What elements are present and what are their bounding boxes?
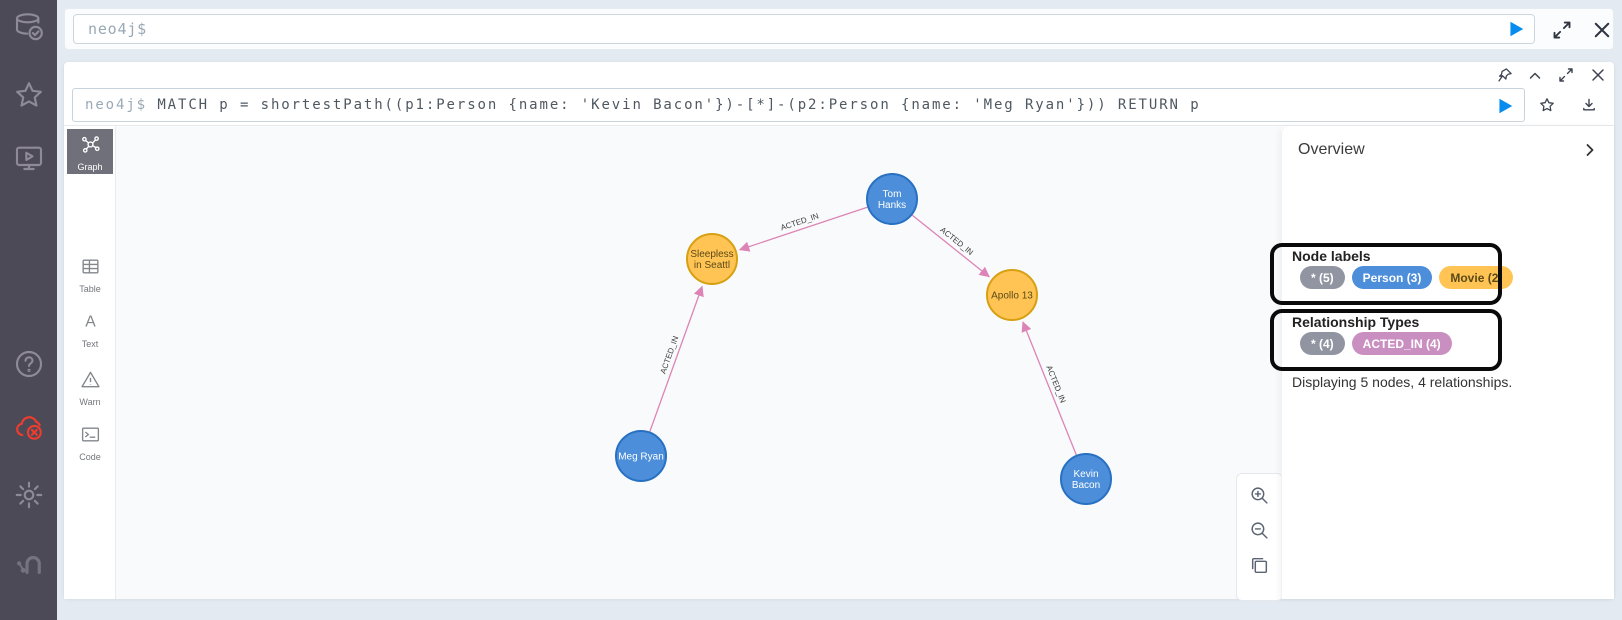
run-query-icon[interactable] [1495,96,1515,116]
overview-pill[interactable]: * (4) [1300,332,1345,355]
graph-node[interactable] [615,430,667,482]
tab-warn-label: Warn [79,397,101,407]
collapse-panel-chevron-icon[interactable] [1582,142,1598,158]
expand-frame-icon[interactable] [1558,67,1574,83]
command-bar: neo4j$ [64,8,1614,50]
graph-node[interactable] [866,173,918,225]
node-labels-heading: Node labels [1292,248,1371,264]
graph-node[interactable] [686,233,738,285]
tab-text-label: Text [81,339,99,349]
cloud-disconnected-icon[interactable] [12,412,46,446]
favorite-query-star-icon[interactable] [1539,97,1555,113]
graph-node-label: Meg Ryan [618,452,664,463]
collapse-frame-icon[interactable] [1527,68,1543,84]
help-icon[interactable] [12,347,46,381]
node-label-pills: * (5) Person (3) Movie (2) [1300,266,1514,289]
query-text: MATCH p = shortestPath((p1:Person {name:… [157,97,1201,113]
command-input[interactable]: neo4j$ [73,14,1535,44]
frame-content: Graph Table A Text Warn Code [64,125,1614,601]
query-prompt: neo4j$ [85,97,147,113]
view-switcher: Graph Table A Text Warn Code [64,126,116,599]
run-command-icon[interactable] [1506,19,1526,39]
download-result-icon[interactable] [1581,97,1597,113]
zoom-in-icon[interactable] [1249,485,1270,506]
relationship-types-heading: Relationship Types [1292,314,1420,330]
command-prompt: neo4j$ [88,20,147,38]
tab-code[interactable]: Code [64,424,116,462]
tab-table[interactable]: Table [64,256,116,294]
graph-node[interactable] [986,269,1038,321]
query-editor[interactable]: neo4j$ MATCH p = shortestPath((p1:Person… [72,88,1525,122]
pin-frame-icon[interactable] [1497,67,1513,83]
zoom-controls [1236,473,1283,601]
graph-node-label: Apollo 13 [991,291,1033,302]
tab-graph[interactable]: Graph [67,129,113,174]
overview-panel: Overview Node labels * (5) Person (3) Movi… [1281,126,1614,599]
zoom-fit-icon[interactable] [1249,555,1270,576]
overview-title: Overview [1298,141,1365,158]
overview-pill[interactable]: * (5) [1300,266,1345,289]
database-connected-icon[interactable] [12,10,46,44]
app-sidebar [0,0,57,620]
relationship-type-pills: * (4) ACTED_IN (4) [1300,332,1452,355]
graph-node[interactable] [1060,453,1112,505]
relationship-edge[interactable] [911,214,990,278]
relationship-edge[interactable] [738,206,868,252]
result-frame: neo4j$ MATCH p = shortestPath((p1:Person… [64,62,1614,601]
favorites-star-icon[interactable] [12,78,46,112]
tab-code-label: Code [79,452,101,462]
tab-text[interactable]: A Text [64,311,116,349]
zoom-out-icon[interactable] [1249,520,1270,541]
relationship-edge[interactable] [649,285,704,432]
close-editor-icon[interactable] [1592,20,1612,40]
tab-warn[interactable]: Warn [64,369,116,407]
relationship-edge[interactable] [1021,321,1077,456]
settings-gear-icon[interactable] [12,478,46,512]
overview-pill[interactable]: ACTED_IN (4) [1351,332,1452,355]
svg-text:A: A [85,314,96,331]
overview-pill[interactable]: Movie (2) [1439,266,1514,289]
tab-graph-label: Graph [77,162,103,172]
display-status-text: Displaying 5 nodes, 4 relationships. [1292,374,1513,390]
close-frame-icon[interactable] [1590,67,1606,83]
fullscreen-expand-icon[interactable] [1552,20,1572,40]
guides-play-icon[interactable] [12,140,46,174]
overview-pill[interactable]: Person (3) [1351,266,1433,289]
neo4j-logo-icon [12,544,46,578]
tab-table-label: Table [79,284,101,294]
